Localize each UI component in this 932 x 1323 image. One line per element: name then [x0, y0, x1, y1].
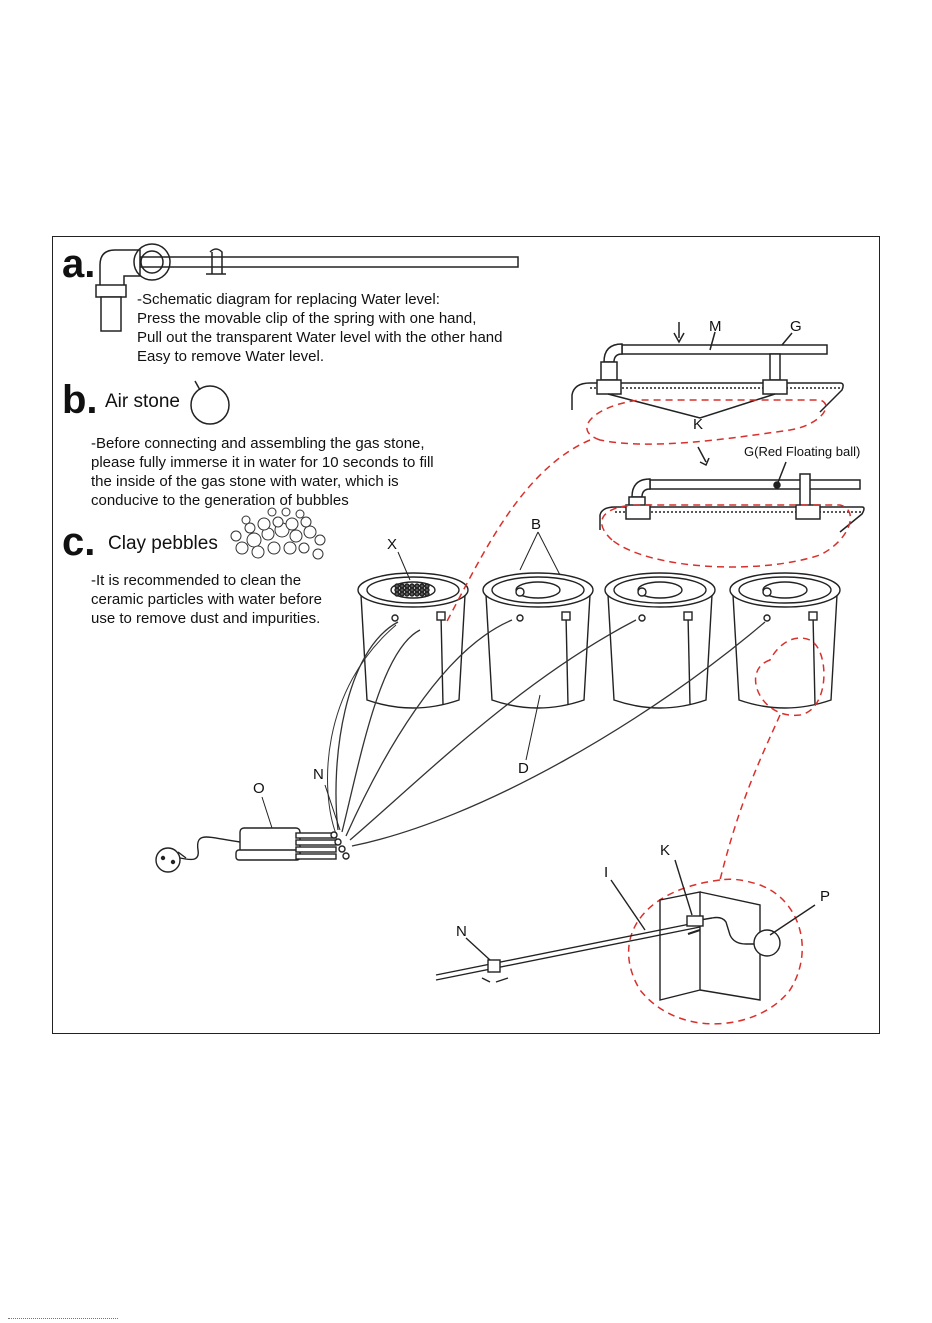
- diagram-frame: [52, 236, 880, 1034]
- bucket: [729, 572, 841, 709]
- section-a-line-2: Press the movable clip of the spring wit…: [137, 310, 477, 327]
- air-stone-icon: [190, 380, 230, 425]
- section-c-line-1: -It is recommended to clean the: [91, 572, 302, 589]
- bucket: [604, 572, 716, 709]
- section-c-line-2: ceramic particles with water before: [91, 591, 322, 608]
- air-pump: [155, 827, 350, 873]
- footer-rule: [8, 1318, 118, 1319]
- label-n-detail: N: [456, 923, 467, 940]
- label-k-top: K: [693, 416, 704, 433]
- label-o: O: [253, 780, 265, 797]
- label-b: B: [531, 516, 542, 533]
- label-k-detail: K: [660, 842, 671, 859]
- label-n-main: N: [313, 766, 324, 783]
- section-a-line-3: Pull out the transparent Water level wit…: [137, 329, 503, 346]
- section-a-letter: a.: [62, 242, 96, 286]
- top-pipe-detail: [571, 322, 865, 533]
- section-b-title: Air stone: [105, 391, 180, 412]
- label-g-red-floating-ball: G(Red Floating ball): [744, 444, 861, 459]
- section-c-title: Clay pebbles: [108, 533, 218, 554]
- section-b-line-2: please fully immerse it in water for 10 …: [91, 454, 434, 471]
- section-a-line-4: Easy to remove Water level.: [137, 348, 325, 365]
- section-b-line-4: conducive to the generation of bubbles: [91, 492, 349, 509]
- section-c-line-3: use to remove dust and impurities.: [91, 610, 321, 627]
- section-b-letter: b.: [62, 378, 98, 422]
- label-i: I: [604, 864, 609, 881]
- clay-pebbles-icon: [230, 507, 326, 560]
- bottom-detail: [435, 859, 816, 1001]
- label-x: X: [387, 536, 398, 553]
- bucket-row: [357, 572, 841, 709]
- label-d: D: [518, 760, 529, 777]
- label-p: P: [820, 888, 831, 905]
- water-level-pipe-illustration: [95, 243, 519, 332]
- section-a-line-1: -Schematic diagram for replacing Water l…: [137, 291, 440, 308]
- bucket: [482, 572, 594, 709]
- label-g: G: [790, 318, 802, 335]
- section-b-line-3: the inside of the gas stone with water, …: [91, 473, 399, 490]
- section-b-line-1: -Before connecting and assembling the ga…: [91, 435, 425, 452]
- air-tubes: [327, 619, 766, 847]
- red-callouts: [444, 399, 851, 1025]
- section-c-letter: c.: [62, 520, 96, 564]
- bucket: [357, 572, 469, 709]
- label-m: M: [709, 318, 722, 335]
- label-leaders: [261, 531, 561, 831]
